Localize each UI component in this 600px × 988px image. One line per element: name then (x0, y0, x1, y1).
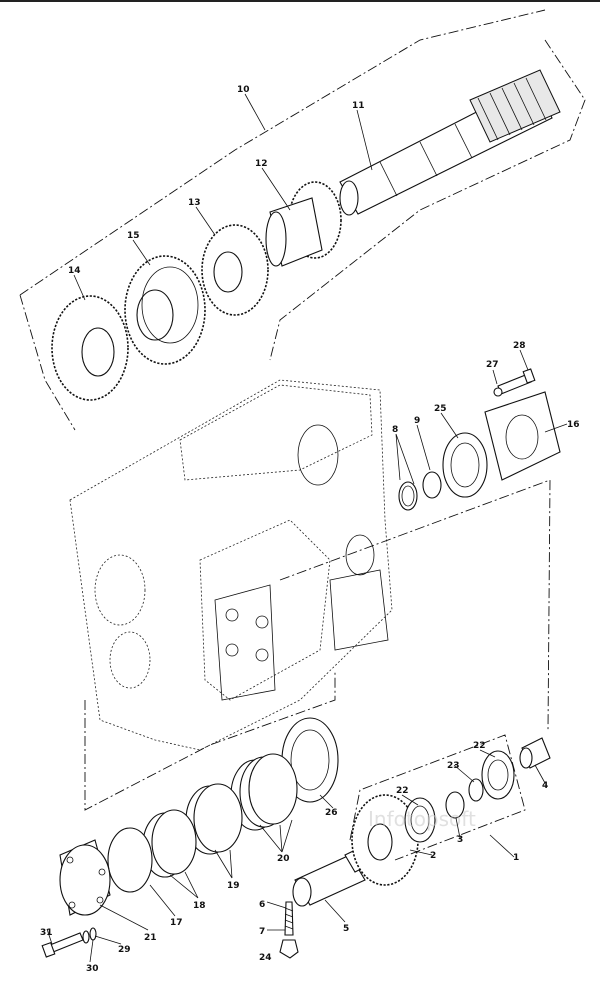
cover-16 (484, 391, 561, 481)
bearing-25 (442, 432, 488, 498)
ring-17 (107, 827, 153, 893)
bolt-31 (41, 927, 97, 958)
callout-8: 8 (392, 425, 398, 435)
callout-31: 31 (40, 928, 53, 938)
callout-24: 24 (259, 953, 272, 963)
callout-3: 3 (457, 835, 463, 845)
callout-28: 28 (513, 341, 526, 351)
callout-13: 13 (188, 198, 201, 208)
rings-18 (142, 809, 197, 878)
ring-23 (468, 778, 484, 802)
callout-20: 20 (277, 854, 290, 864)
leader-lines (46, 93, 568, 963)
gear-14 (51, 295, 129, 401)
gear-13 (201, 224, 269, 316)
callout-25: 25 (434, 404, 447, 414)
callout-7: 7 (259, 927, 265, 937)
ring-3 (445, 791, 465, 819)
bolt-28 (493, 368, 536, 397)
gear-12 (265, 181, 342, 267)
callout-19: 19 (227, 881, 240, 891)
top-border (0, 0, 600, 2)
gear-15 (124, 255, 206, 365)
callout-21: 21 (144, 933, 157, 943)
watermark: Infotopsoft (368, 807, 476, 831)
rings-19 (185, 783, 243, 855)
callout-11: 11 (352, 101, 365, 111)
bushing-4 (519, 737, 551, 769)
callout-18: 18 (193, 901, 206, 911)
transmission-housing (69, 379, 393, 751)
lower-group-envelope (84, 670, 336, 811)
gear-2 (351, 794, 419, 886)
callout-1: 1 (513, 853, 519, 863)
nut-24 (279, 939, 299, 959)
callout-22-lower: 22 (396, 786, 409, 796)
right-axis-line (279, 479, 551, 731)
bearing-22-upper (481, 750, 515, 800)
callout-22-upper: 22 (473, 741, 486, 751)
callout-29: 29 (118, 945, 131, 955)
callout-10: 10 (237, 85, 250, 95)
shaft-group-envelope (19, 9, 586, 431)
bearing-22-lower (404, 797, 436, 843)
callout-2: 2 (430, 851, 436, 861)
callout-9: 9 (414, 416, 420, 426)
callout-27: 27 (486, 360, 499, 370)
callout-4: 4 (542, 781, 548, 791)
cover-21 (59, 839, 111, 916)
callout-6: 6 (259, 900, 265, 910)
callout-16: 16 (567, 420, 580, 430)
callout-12: 12 (255, 159, 268, 169)
ring-9 (422, 471, 442, 499)
callout-26: 26 (325, 808, 338, 818)
callout-labels: 10 11 12 13 14 15 16 8 9 25 27 28 22 23 … (40, 85, 580, 974)
callout-14: 14 (68, 266, 81, 276)
rings-20 (230, 753, 298, 831)
callout-15: 15 (127, 231, 140, 241)
main-shaft (339, 69, 561, 216)
callout-17: 17 (170, 918, 183, 928)
callout-30: 30 (86, 964, 99, 974)
callout-23: 23 (447, 761, 460, 771)
lower-right-envelope (349, 734, 526, 861)
rings-8 (398, 481, 418, 511)
bolt-6 (284, 901, 294, 936)
callout-5: 5 (343, 924, 349, 934)
